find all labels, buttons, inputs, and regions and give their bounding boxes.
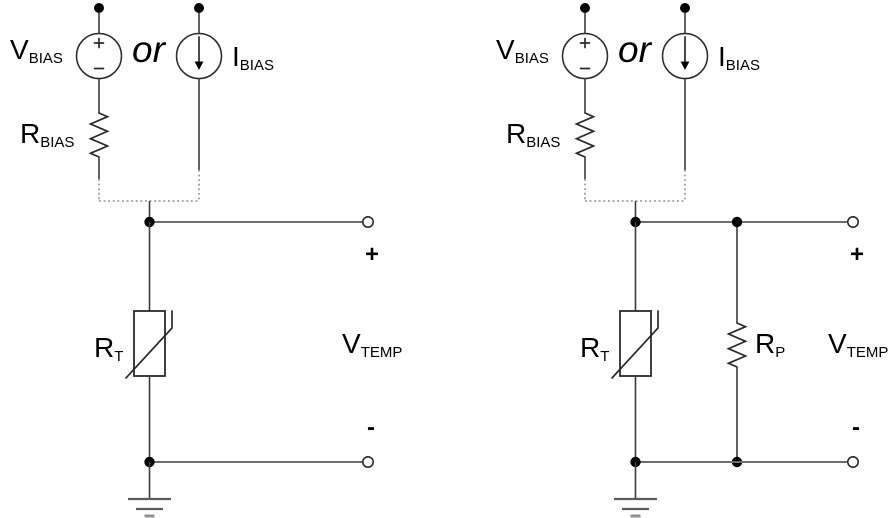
or-label-right: or	[618, 29, 651, 70]
rbias-sub: BIAS	[40, 134, 75, 151]
junction-icon	[580, 3, 590, 13]
rp-label-right: RP	[755, 328, 786, 361]
rbias-label-right: RBIAS	[506, 118, 561, 151]
vtemp-main: V	[828, 328, 847, 359]
vtemp-main: V	[342, 328, 361, 359]
vbias-main: V	[496, 34, 515, 65]
or-label-left: or	[132, 29, 165, 70]
current-source-icon	[661, 32, 709, 80]
terminal-icon	[846, 455, 859, 468]
minus-terminal-label-right: -	[852, 414, 860, 441]
terminal-icon	[361, 455, 374, 468]
left-circuit	[75, 3, 374, 518]
vtemp-sub: TEMP	[846, 344, 889, 361]
ground-icon	[614, 497, 657, 518]
rt-label-right: RT	[580, 332, 610, 365]
terminal-icon	[846, 216, 859, 229]
voltage-source-icon	[561, 32, 609, 80]
rbias-main: R	[20, 118, 41, 149]
rbias-main: R	[506, 118, 527, 149]
vbias-label-left: VBIAS	[10, 34, 63, 67]
rbias-label-left: RBIAS	[20, 118, 75, 151]
junction-icon	[194, 3, 204, 13]
ibias-sub: BIAS	[725, 57, 760, 74]
rp-main: R	[755, 328, 776, 359]
vtemp-label-right: VTEMP	[828, 328, 889, 361]
rbias-sub: BIAS	[526, 134, 561, 151]
thermistor-icon	[611, 310, 659, 379]
right-circuit	[561, 3, 859, 518]
terminal-icon	[361, 216, 374, 229]
vbias-label-right: VBIAS	[496, 34, 549, 67]
plus-terminal-label-right: +	[850, 241, 865, 268]
ground-icon	[128, 497, 171, 518]
voltage-source-icon	[75, 32, 123, 80]
ibias-sub: BIAS	[239, 57, 274, 74]
resistor-icon	[88, 112, 110, 158]
rt-main: R	[94, 332, 115, 363]
ibias-label-right: IBIAS	[718, 41, 760, 74]
rt-label-left: RT	[94, 332, 124, 365]
resistor-icon	[574, 112, 596, 158]
vbias-main: V	[10, 34, 29, 65]
junction-icon	[94, 3, 104, 13]
minus-terminal-label-left: -	[367, 414, 375, 441]
junction-icon	[680, 3, 690, 13]
vbias-sub: BIAS	[28, 50, 63, 67]
ibias-label-left: IBIAS	[232, 41, 274, 74]
current-source-icon	[175, 32, 223, 80]
rt-sub: T	[600, 348, 610, 365]
thermistor-icon	[125, 310, 173, 379]
vbias-sub: BIAS	[514, 50, 549, 67]
plus-terminal-label-left: +	[365, 241, 380, 268]
ibias-main: I	[718, 41, 726, 72]
resistor-icon	[726, 322, 748, 368]
rt-main: R	[580, 332, 601, 363]
vtemp-label-left: VTEMP	[342, 328, 403, 361]
rt-sub: T	[114, 348, 124, 365]
rp-sub: P	[775, 344, 786, 361]
junction-icon	[731, 216, 743, 228]
ibias-main: I	[232, 41, 240, 72]
vtemp-sub: TEMP	[360, 344, 403, 361]
